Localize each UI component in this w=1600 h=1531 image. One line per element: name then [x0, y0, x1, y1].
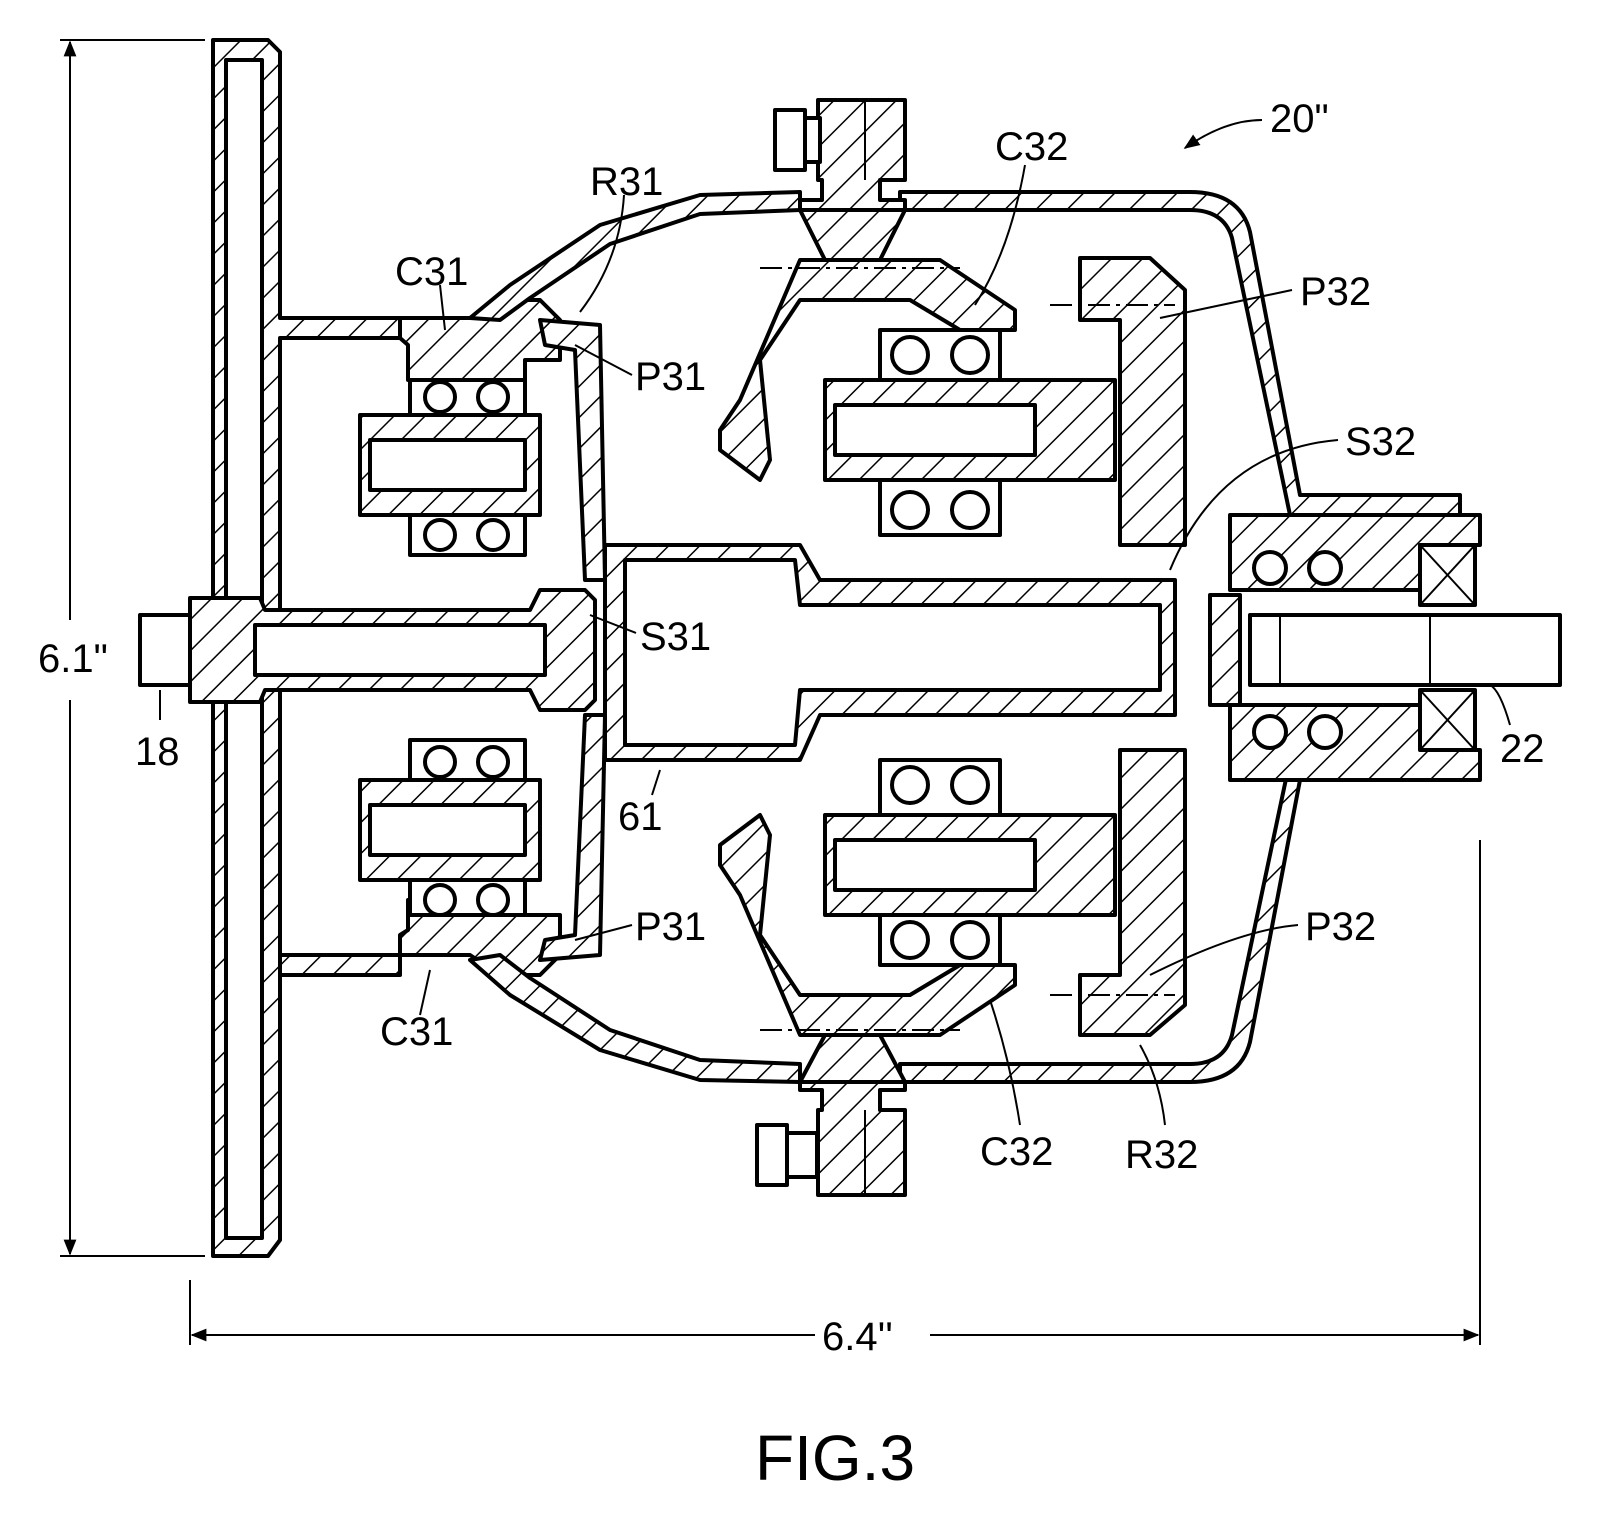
- input-shaft: [138, 588, 597, 712]
- label-assembly-20: 20": [1270, 97, 1329, 141]
- label-p31-top: P31: [635, 355, 706, 399]
- label-c31-bottom: C31: [380, 1010, 453, 1054]
- label-r31: R31: [590, 160, 663, 204]
- label-61: 61: [618, 795, 663, 839]
- width-dimension: [189, 840, 1481, 1345]
- label-dim-height: 6.1": [38, 637, 108, 681]
- label-s32: S32: [1345, 420, 1416, 464]
- center-lines: [760, 267, 1175, 1031]
- bottom-bolt: [755, 1033, 907, 1197]
- height-dimension: [60, 39, 205, 1257]
- label-18: 18: [135, 730, 180, 774]
- label-s31: S31: [640, 615, 711, 659]
- planet-p31-lower: [358, 738, 542, 917]
- label-c32-top: C32: [995, 125, 1068, 169]
- label-22: 22: [1500, 727, 1545, 771]
- planet-p32-lower: [823, 748, 1187, 1037]
- ring-gear-r31: [538, 318, 607, 962]
- planet-p31-upper: [358, 378, 542, 557]
- carrier-c32: [603, 258, 1177, 1037]
- output-shaft: [1208, 593, 1562, 707]
- label-dim-width: 6.4'': [822, 1315, 893, 1359]
- leader-lines: [159, 119, 1511, 1126]
- label-c31-top: C31: [395, 250, 468, 294]
- label-p32-top: P32: [1300, 270, 1371, 314]
- label-p31-bottom: P31: [635, 905, 706, 949]
- label-r32: R32: [1125, 1133, 1198, 1177]
- figure-caption: FIG.3: [755, 1422, 915, 1494]
- label-c32-bottom: C32: [980, 1130, 1053, 1174]
- label-p32-bottom: P32: [1305, 905, 1376, 949]
- top-bolt: [773, 98, 907, 262]
- output-bearing-housing: [1228, 513, 1482, 782]
- planet-p32-upper: [823, 256, 1187, 547]
